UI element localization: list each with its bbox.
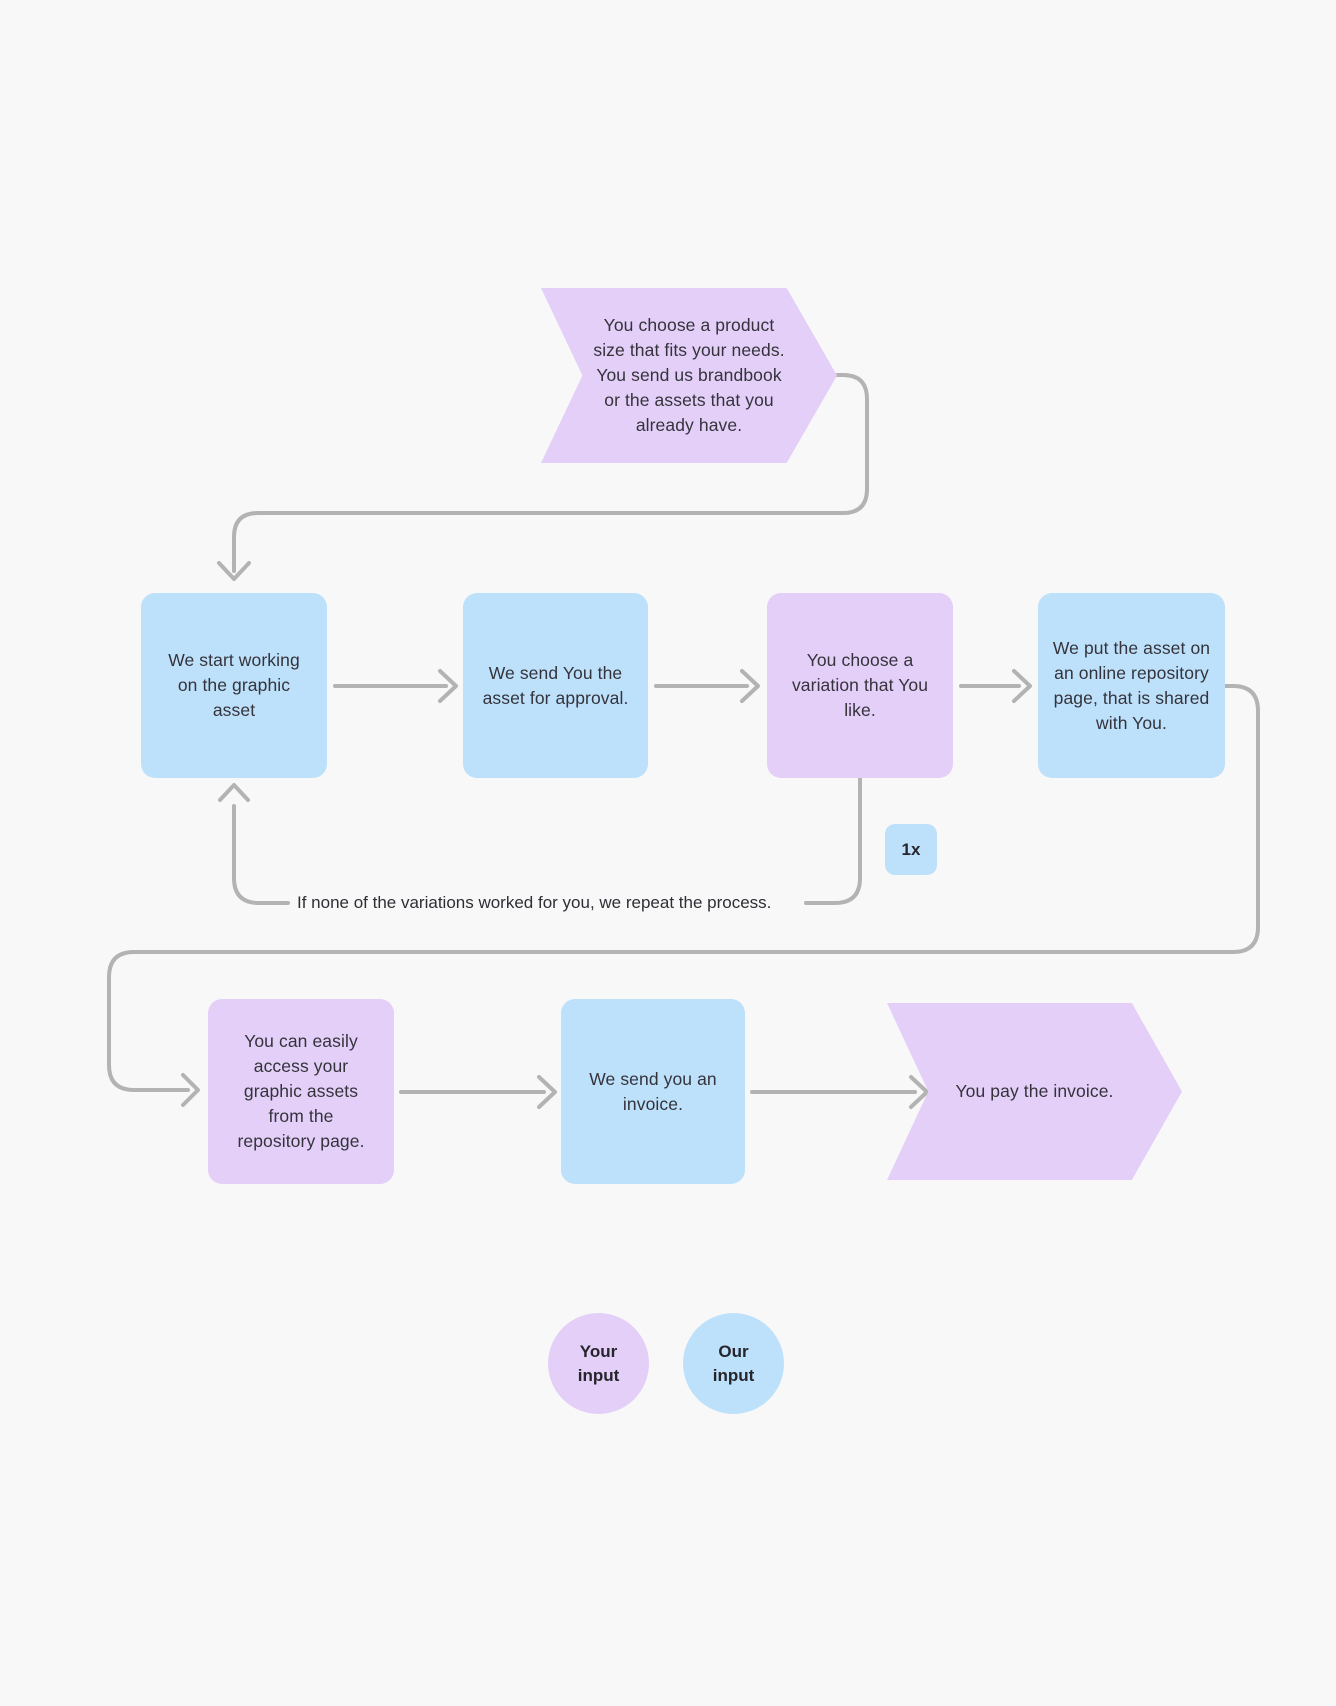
arrowhead-right-icon [181,1073,200,1107]
arrowhead-right-icon [909,1075,929,1109]
repeat-count-badge: 1x [885,824,937,875]
loop-from-variation-line [804,776,862,905]
start-chevron-text: You choose a product size that fits your… [593,315,785,435]
arrowhead-right-icon [1012,669,1032,703]
start-chevron-node: You choose a product size that fits your… [541,288,837,463]
arrowhead-down-icon [217,561,251,581]
legend-our-input-label: Our input [712,1341,755,1385]
node-start-working-text: We start working on the graphic asset [168,650,300,720]
node-send-invoice: We send you an invoice. [561,999,745,1184]
end-chevron-node: You pay the invoice. [887,1003,1182,1180]
node-access-assets-text: You can easily access your graphic asset… [237,1031,365,1151]
connector-repository-to-row2-line [107,684,1260,1092]
legend-our-input: Our input [683,1313,784,1414]
node-send-invoice-text: We send you an invoice. [589,1068,717,1114]
node-repository-text: We put the asset on an online repository… [1052,637,1211,733]
connector-start-to-row1-line [232,373,869,573]
loop-to-start-working-line [232,804,290,905]
node-send-approval: We send You the asset for approval. [463,593,648,778]
node-choose-variation: You choose a variation that You like. [767,593,953,778]
end-chevron-text: You pay the invoice. [955,1081,1114,1101]
legend-your-input: Your input [548,1313,649,1414]
legend-your-input-label: Your input [577,1341,620,1385]
repeat-count-text: 1x [901,839,921,859]
node-choose-variation-text: You choose a variation that You like. [791,650,929,720]
node-access-assets: You can easily access your graphic asset… [208,999,394,1184]
arrowhead-up-icon [218,783,250,802]
arrowhead-right-icon [537,1075,557,1109]
node-start-working: We start working on the graphic asset [141,593,327,778]
arrowhead-right-icon [438,669,458,703]
node-send-approval-text: We send You the asset for approval. [482,662,629,708]
arrowhead-right-icon [740,669,760,703]
node-repository: We put the asset on an online repository… [1038,593,1225,778]
repeat-note: If none of the variations worked for you… [297,893,772,912]
